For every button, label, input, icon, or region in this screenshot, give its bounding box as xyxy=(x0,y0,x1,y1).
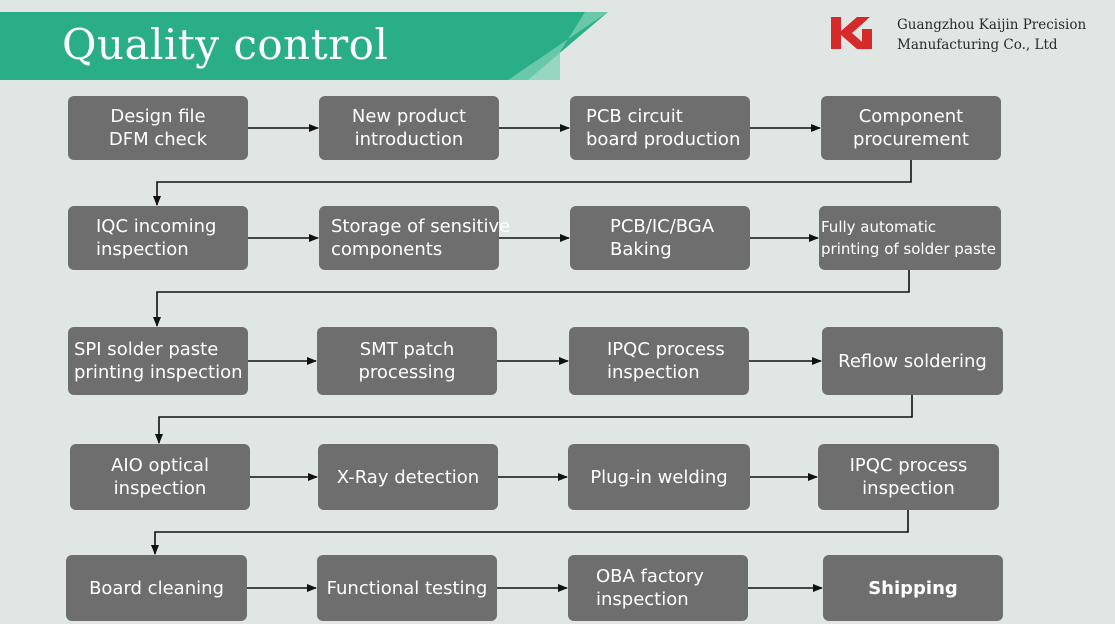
row-connector-arrow xyxy=(151,510,909,555)
banner-background xyxy=(0,12,608,80)
step-label-line: inspection xyxy=(596,589,689,610)
row-connector-arrow xyxy=(153,270,910,327)
step-label-line: Functional testing xyxy=(326,577,488,599)
title-banner xyxy=(0,12,610,80)
step-label-line: Baking xyxy=(610,239,672,260)
step-label-line: Component xyxy=(858,106,964,127)
step-label-line: inspection xyxy=(96,239,189,260)
step-fully-automatic-printing-of-solder-paste: Fully automatic printing of solder paste xyxy=(819,206,1001,270)
step-label-line: processing xyxy=(358,362,456,383)
step-label-line: Storage of sensitive xyxy=(331,216,511,237)
row-connector-arrow xyxy=(153,160,912,206)
step-label-line: Design file xyxy=(110,106,206,127)
step-label-line: Plug-in welding xyxy=(590,466,728,488)
company-name: Guangzhou Kaijin Precision Manufacturing… xyxy=(897,15,1086,55)
step-label-line: Shipping xyxy=(868,577,958,599)
step-label-line: Fully automatic xyxy=(821,218,937,236)
kaijin-logo-icon: KJ xyxy=(831,17,872,49)
step-board-cleaning: Board cleaning xyxy=(66,555,247,621)
step-x-ray-detection: X-Ray detection xyxy=(318,444,498,510)
step-label-line: AIO optical xyxy=(111,455,209,476)
step-label-line: Board cleaning xyxy=(89,577,224,599)
row-connector-arrow xyxy=(155,395,913,444)
step-label-line: X-Ray detection xyxy=(336,466,480,488)
step-label-line: SPI solder paste xyxy=(74,339,219,360)
step-label-line: IPQC process xyxy=(849,455,968,476)
step-label-line: components xyxy=(331,239,443,260)
step-label-line: introduction xyxy=(354,129,464,150)
step-reflow-soldering: Reflow soldering xyxy=(822,327,1003,395)
step-shipping: Shipping xyxy=(823,555,1003,621)
step-label-line: board production xyxy=(586,129,741,150)
banner-accent xyxy=(508,12,608,80)
step-label-line: IPQC process xyxy=(607,339,725,360)
step-label-line: Reflow soldering xyxy=(838,350,987,372)
step-label-line: DFM check xyxy=(108,129,208,150)
step-label-line: OBA factory xyxy=(596,566,704,587)
step-label-line: printing inspection xyxy=(74,362,243,383)
step-plug-in-welding: Plug-in welding xyxy=(568,444,750,510)
step-label-line: procurement xyxy=(853,129,969,150)
step-label-line: SMT patch xyxy=(359,339,455,360)
step-label-line: inspection xyxy=(607,362,700,383)
step-label-line: PCB circuit xyxy=(586,106,683,127)
step-label-line: PCB/IC/BGA xyxy=(610,216,715,237)
company-name-line-1: Guangzhou Kaijin Precision xyxy=(897,17,1087,33)
page-title: Quality control xyxy=(62,20,389,69)
step-label-line: inspection xyxy=(862,478,955,499)
step-functional-testing: Functional testing xyxy=(317,555,497,621)
step-label-line: printing of solder paste xyxy=(821,240,996,258)
company-name-line-2: Manufacturing Co., Ltd xyxy=(897,37,1058,53)
step-label-line: inspection xyxy=(113,478,207,499)
step-label-line: New product xyxy=(351,106,467,127)
banner-shape xyxy=(0,12,608,80)
step-label-line: IQC incoming xyxy=(96,216,217,237)
